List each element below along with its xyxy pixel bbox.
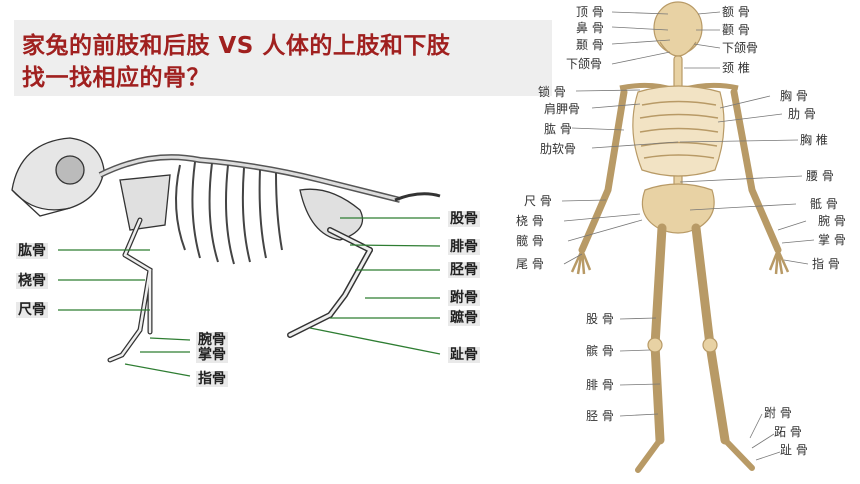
- human-maxilla-label: 下颌骨: [566, 57, 603, 71]
- rabbit-radius-label: 桡骨: [16, 273, 48, 289]
- rabbit-carpals-label: 腕骨: [196, 332, 228, 348]
- rabbit-metatarsals-label: 蹠骨: [448, 310, 480, 326]
- human-nasal-label: 鼻 骨: [576, 21, 604, 35]
- rabbit-tarsals-label: 跗骨: [448, 290, 480, 306]
- human-skeleton-image: [561, 1, 815, 473]
- human-thoracic-label: 胸 椎: [800, 133, 828, 147]
- rabbit-skeleton-image: [11, 137, 441, 377]
- rabbit-ulna-label: 尺骨: [16, 302, 48, 318]
- human-sternum-label: 胸 骨: [780, 89, 808, 103]
- human-temporal-label: 颧 骨: [722, 23, 750, 37]
- human-zygomatic-label: 颞 骨: [576, 38, 604, 52]
- rabbit-phalanges-hand-label: 指骨: [196, 371, 228, 387]
- title-band: [14, 20, 552, 96]
- human-mandible-label: 下颌骨: [722, 41, 759, 55]
- human-sacrum-label: 骶 骨: [810, 197, 838, 211]
- human-frontal-label: 额 骨: [722, 5, 750, 19]
- human-carpals-label: 腕 骨: [818, 214, 846, 228]
- human-fibula-label: 腓 骨: [586, 378, 614, 392]
- rabbit-humerus-label: 肱骨: [16, 243, 48, 259]
- human-rib-label: 肋 骨: [788, 107, 816, 121]
- rabbit-phalanges-foot-label: 趾骨: [448, 347, 480, 363]
- human-humerus-label: 肱 骨: [544, 122, 572, 136]
- human-ulna-label: 尺 骨: [524, 194, 552, 208]
- human-radius-label: 桡 骨: [516, 214, 544, 228]
- human-costal-cartilage-label: 肋软骨: [540, 142, 577, 156]
- human-phalanges-hand-label: 指 骨: [812, 257, 840, 271]
- human-scapula-label: 肩胛骨: [544, 102, 581, 116]
- human-metacarpals-label: 掌 骨: [818, 233, 846, 247]
- human-metatarsals-label: 跖 骨: [774, 425, 802, 439]
- rabbit-fibula-label: 腓骨: [448, 239, 480, 255]
- rabbit-femur-label: 股骨: [448, 211, 480, 227]
- human-tarsals-label: 跗 骨: [764, 406, 792, 420]
- human-cervical-label: 颈 椎: [722, 61, 750, 75]
- human-lumbar-label: 腰 骨: [806, 169, 834, 183]
- page-title: 家兔的前肢和后肢 VS 人体的上肢和下肢: [22, 33, 451, 59]
- human-clavicle-label: 锁 骨: [538, 85, 566, 99]
- human-femur-label: 股 骨: [586, 312, 614, 326]
- rabbit-metacarpals-label: 掌骨: [196, 347, 228, 363]
- human-phalanges-foot-label: 趾 骨: [780, 443, 808, 457]
- human-tibia-label: 胫 骨: [586, 409, 614, 423]
- rabbit-tibia-label: 胫骨: [448, 262, 480, 278]
- human-hip-label: 髋 骨: [516, 234, 544, 248]
- human-coccyx-label: 尾 骨: [516, 257, 544, 271]
- page-subtitle: 找一找相应的骨？: [22, 65, 210, 91]
- human-parietal-label: 顶 骨: [576, 5, 604, 19]
- human-patella-label: 髌 骨: [586, 344, 614, 358]
